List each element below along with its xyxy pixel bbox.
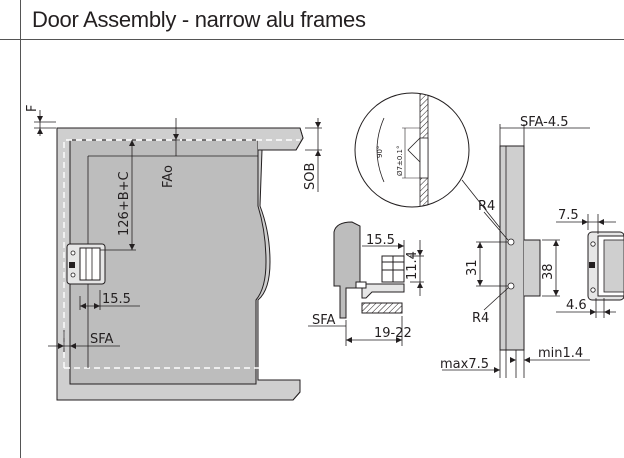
label-SFA-section: SFA [312,313,336,328]
label-4-6: 4.6 [566,298,587,313]
door-leaf-profile [361,302,403,314]
label-31: 31 [465,259,480,276]
hinge-front-view: 7.5 4.6 [556,208,624,318]
frame-strip [499,145,525,351]
hinge-section [355,255,405,299]
label-7-5: 7.5 [558,208,579,223]
strip-bore-bottom [507,282,515,290]
label-SFA-left: SFA [90,332,114,347]
strip-notch [524,239,541,297]
hinge [66,243,106,285]
frame-bottom-break [258,379,301,401]
label-19-22: 19-22 [374,326,412,341]
label-R4-top: R4 [478,199,495,214]
sheet-left-border [20,0,21,458]
strip-bore-top [507,238,515,246]
label-SFA-4-5: SFA-4.5 [520,115,569,130]
door-dimension-arrows [37,116,321,349]
label-F: F [25,105,40,112]
label-min1-4: min1.4 [538,346,583,361]
label-FAo: FAo [161,165,176,188]
section-dimension-arrows [346,243,423,343]
label-126-B-C: 126+B+C [117,171,132,236]
frame-strip-view: SFA-4.5 R4 R4 31 38 max7.5 min1.4 [440,115,590,378]
section-view: 15.5 11.4 SFA 19-22 [308,221,424,346]
door-frame-view: F SOB FAo 126+B+C 15.5 SFA [25,105,322,401]
label-R4-bottom: R4 [472,311,489,326]
frame-top-break [258,127,304,151]
rebate-dashed-line [63,139,300,368]
strip-dimension-arrows [477,240,559,373]
label-15-5-section: 15.5 [366,233,395,248]
label-38: 38 [541,263,556,280]
label-SOB: SOB [303,163,318,190]
page-title: Door Assembly - narrow alu frames [32,7,366,32]
label-11-4: 11.4 [405,251,420,280]
strip-dimension-lines [442,124,590,378]
bore-detail: 90° Ø7±0.1° [354,92,509,239]
title-bar: Door Assembly - narrow alu frames [0,0,624,40]
label-90-degree: 90° [376,146,384,158]
frame-profile [333,221,361,319]
label-max7-5: max7.5 [440,357,489,372]
label-bore-diameter: Ø7±0.1° [396,146,404,176]
label-15-5-left: 15.5 [102,292,131,307]
door-leaf [69,139,267,385]
